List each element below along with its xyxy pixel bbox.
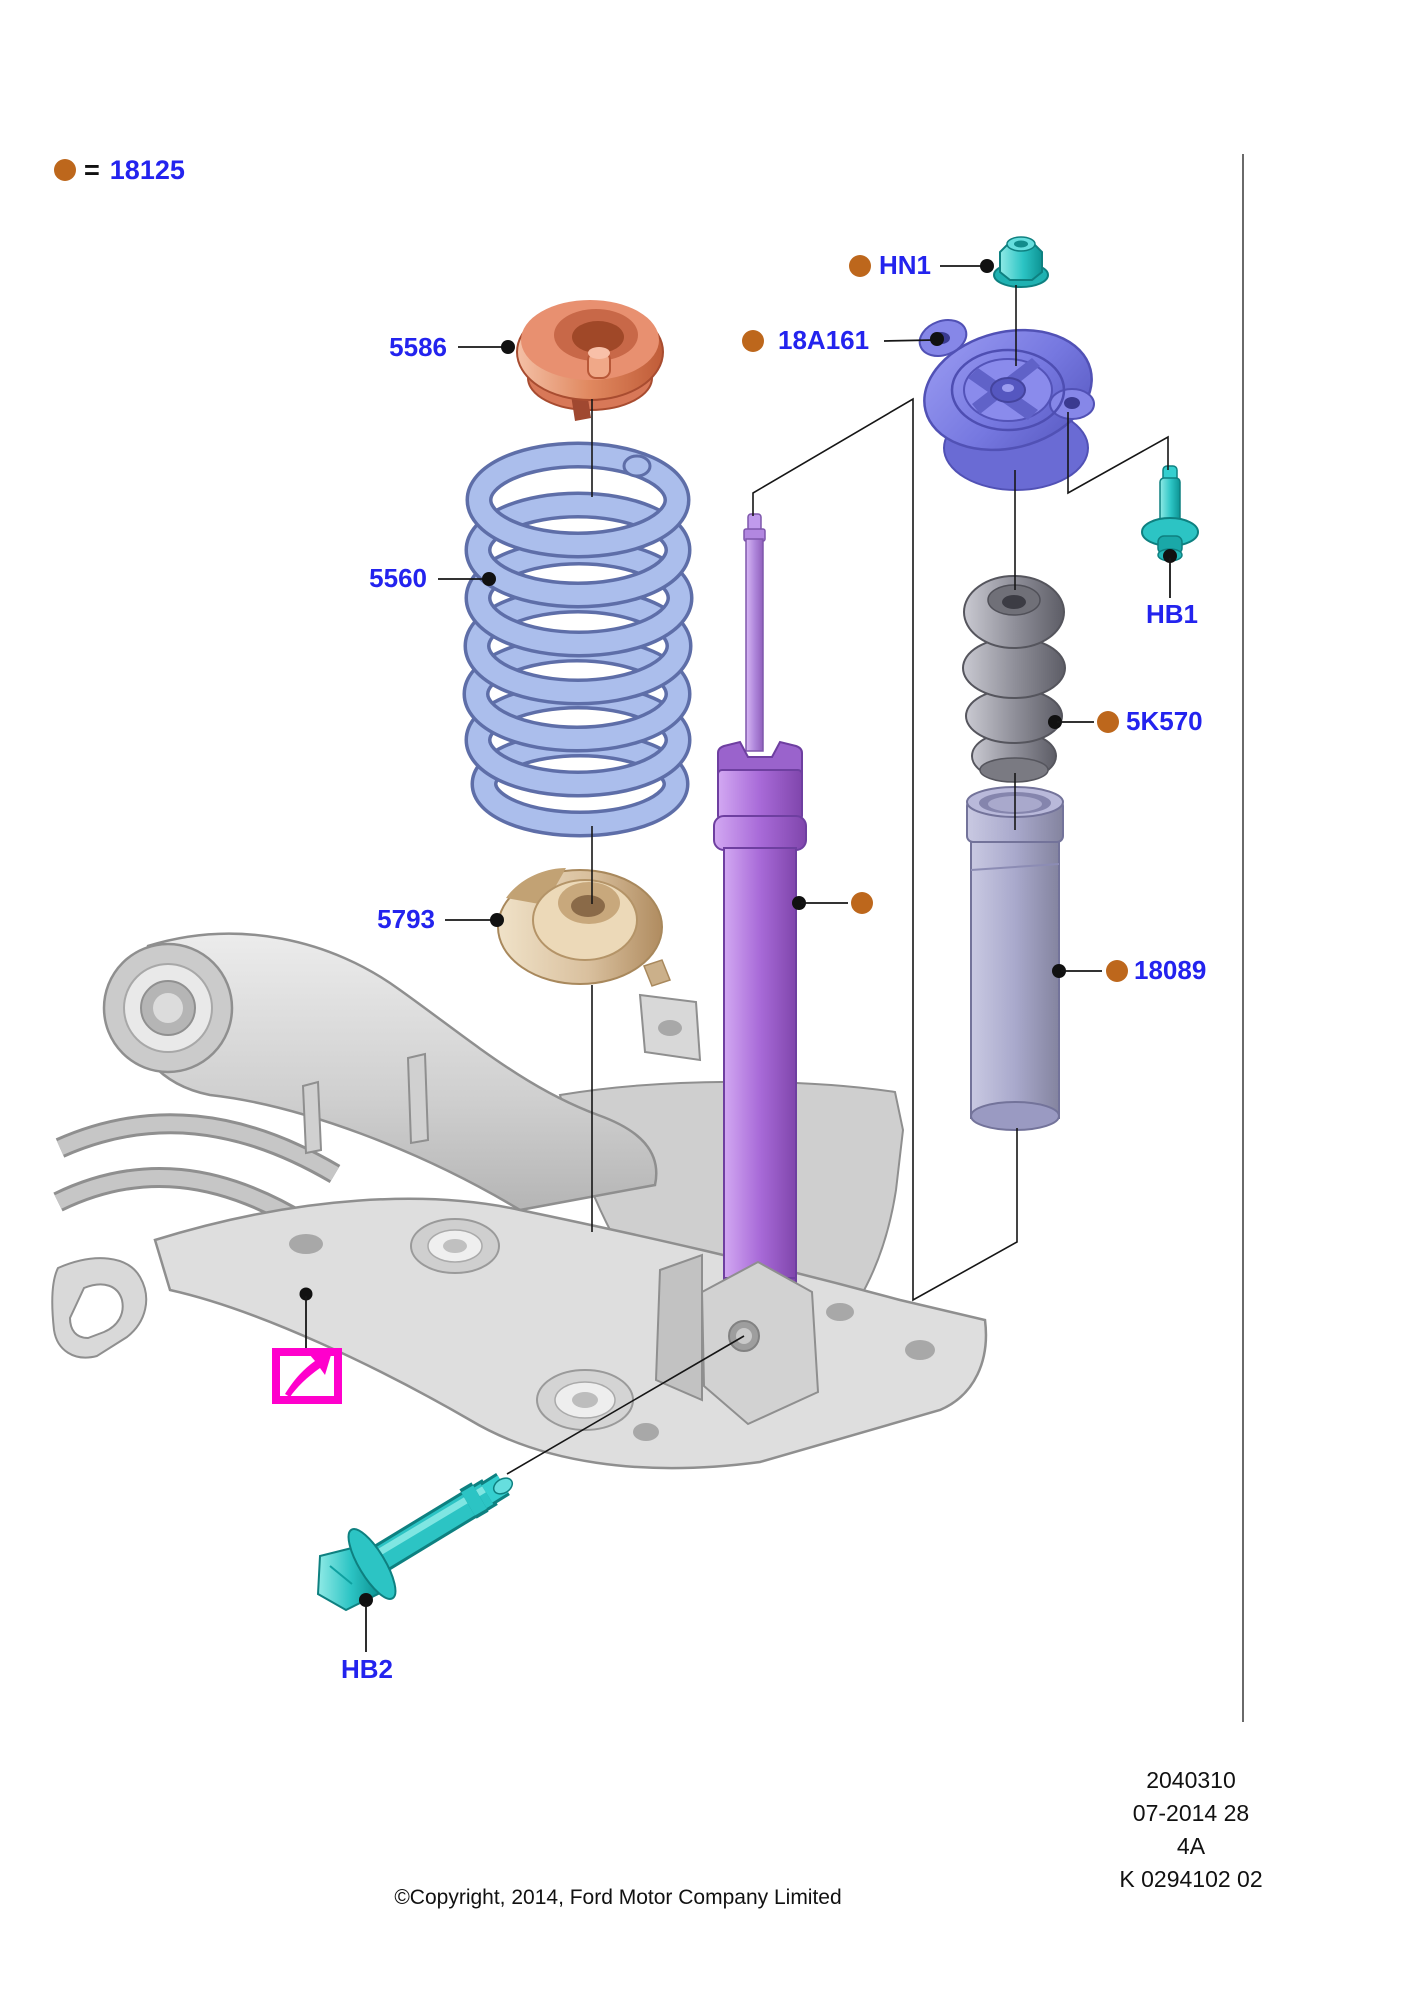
copyright-notice: ©Copyright, 2014, Ford Motor Company Lim… [394,1886,842,1909]
assembly-line-stud-to-mount [1067,412,1169,495]
detail-view-arrow-button[interactable] [272,1348,342,1404]
leader-5586 [458,340,515,354]
callout-5586[interactable]: 5586 [389,332,447,362]
black-dot-18a161 [930,332,944,346]
callout-18a161[interactable]: 18A161 [778,325,870,355]
part-shock-top-mount [918,319,1095,491]
orange-marker-shock [851,892,873,914]
part-coil-spring [462,441,694,838]
orange-marker-18089 [1106,960,1128,982]
callout-leaders [299,255,1177,1652]
plate-number: 2040310 [1146,1767,1236,1793]
black-dot-18089 [1052,964,1066,978]
black-dot-subframe [299,1287,313,1301]
part-lower-shock-bolt [316,1472,514,1612]
black-dot-hb1 [1163,549,1177,563]
leader-18a161 [742,330,944,352]
leader-5k570 [1048,711,1119,733]
leader-hb2 [359,1593,373,1652]
legend-equals: = [84,155,100,185]
assembly-lines [506,285,1169,1475]
black-dot-hb2 [359,1593,373,1607]
part-rear-subframe [51,932,988,1470]
orange-marker-hn1 [849,255,871,277]
leader-18089 [1052,960,1128,982]
callout-5793[interactable]: 5793 [377,904,435,934]
part-top-mount-nut [993,236,1049,288]
callout-hb1[interactable]: HB1 [1145,599,1198,629]
detail-arrow-icon [285,1354,331,1397]
callout-5560[interactable]: 5560 [369,563,427,593]
part-dust-cover-tube [966,786,1064,1131]
leader-hn1 [849,255,994,277]
orange-marker-5k570 [1097,711,1119,733]
orange-marker-18a161 [742,330,764,352]
callout-5k570[interactable]: 5K570 [1126,706,1203,736]
black-dot-5586 [501,340,515,354]
black-dot-5793 [490,913,504,927]
plate-date: 07-2014 28 [1132,1800,1250,1826]
black-dot-5k570 [1048,715,1062,729]
leader-hb1 [1163,549,1177,598]
assembly-line-bolt-to-eye [506,1335,745,1475]
black-dot-5560 [482,572,496,586]
part-mount-stud [1141,465,1199,562]
leader-shock-18125 [792,892,873,914]
legend: = 18125 [84,157,185,184]
leader-5793 [445,913,504,927]
part-spring-seat-lower [497,868,671,987]
plate-catalog-code: K 0294102 02 [1119,1866,1263,1892]
callout-hn1[interactable]: HN1 [879,250,932,280]
plate-section: 4A [1176,1833,1206,1859]
callout-18089[interactable]: 18089 [1134,955,1207,985]
leader-subframe-arrow [299,1287,313,1350]
part-shock-absorber [713,513,807,1373]
part-spring-seat-upper [516,300,664,421]
leader-5560 [438,572,496,586]
subframe-shock-bracket [700,1260,820,1426]
legend-part-number[interactable]: 18125 [109,155,185,185]
black-dot-hn1 [980,259,994,273]
plate-info-block: 2040310 07-2014 28 4A K 0294102 02 [1066,1764,1316,1896]
black-dot-shock [792,896,806,910]
legend-orange-dot-icon [54,159,76,181]
part-bump-stop [962,575,1066,783]
assembly-line-shock-axis [752,397,1018,1302]
callout-hb2[interactable]: HB2 [340,1654,393,1684]
